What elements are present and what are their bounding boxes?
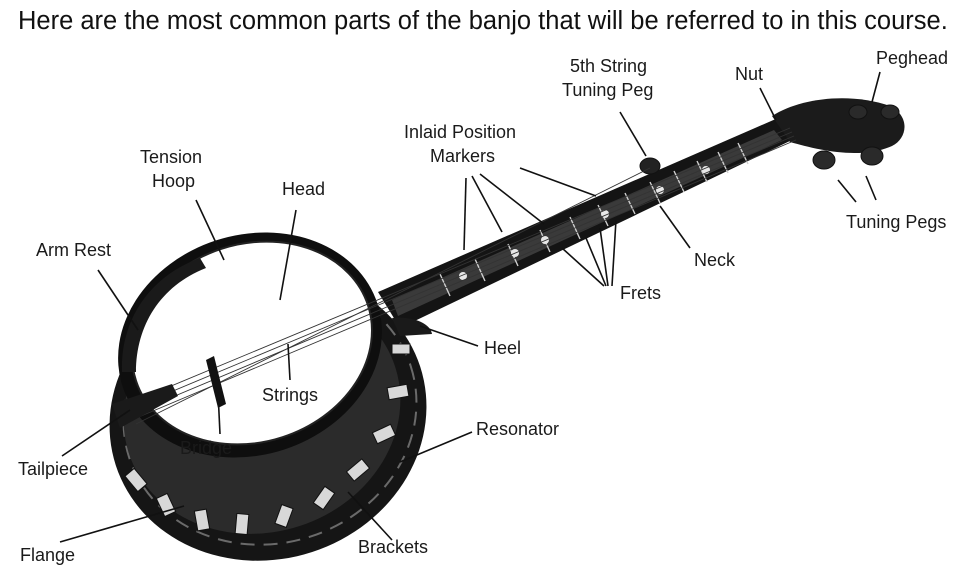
banjo-peghead bbox=[772, 98, 905, 154]
banjo-bridge bbox=[206, 356, 226, 408]
label-frets: Frets bbox=[620, 283, 661, 303]
arm-rest bbox=[121, 258, 206, 372]
label-peghead: Peghead bbox=[876, 48, 948, 68]
label-inlaid-2: Markers bbox=[430, 146, 495, 166]
leader-lines bbox=[59, 71, 881, 543]
banjo-illustration bbox=[109, 98, 905, 561]
label-nut: Nut bbox=[735, 64, 763, 84]
label-neck: Neck bbox=[694, 250, 736, 270]
banjo-strings bbox=[127, 127, 797, 425]
label-tuning-pegs: Tuning Pegs bbox=[846, 212, 946, 232]
label-resonator: Resonator bbox=[476, 419, 559, 439]
label-fifth-string-2: Tuning Peg bbox=[562, 80, 653, 100]
part-labels: 5th String Tuning Peg Nut Peghead Inlaid… bbox=[18, 48, 948, 565]
banjo-heel bbox=[392, 317, 432, 336]
label-fifth-string-1: 5th String bbox=[570, 56, 647, 76]
label-arm-rest: Arm Rest bbox=[36, 240, 111, 260]
label-heel: Heel bbox=[484, 338, 521, 358]
label-tailpiece: Tailpiece bbox=[18, 459, 88, 479]
tuning-peg-knobs bbox=[812, 104, 900, 170]
intro-text: Here are the most common parts of the ba… bbox=[18, 7, 948, 35]
banjo-tailpiece bbox=[112, 384, 178, 428]
label-flange: Flange bbox=[20, 545, 75, 565]
label-tension-1: Tension bbox=[140, 147, 202, 167]
label-tension-2: Hoop bbox=[152, 171, 195, 191]
label-inlaid-1: Inlaid Position bbox=[404, 122, 516, 142]
label-brackets: Brackets bbox=[358, 537, 428, 557]
label-head: Head bbox=[282, 179, 325, 199]
banjo-head bbox=[131, 240, 373, 446]
label-bridge: Bridge bbox=[180, 438, 232, 458]
label-strings: Strings bbox=[262, 385, 318, 405]
